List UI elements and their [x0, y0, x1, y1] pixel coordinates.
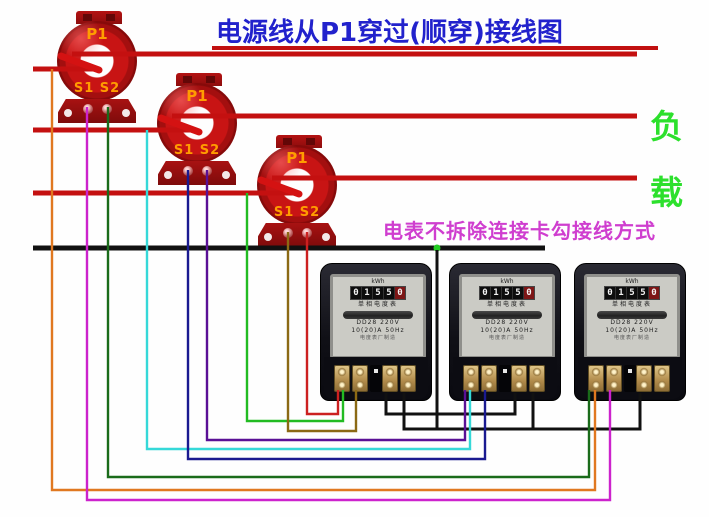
counter-digit: 1	[491, 287, 502, 299]
counter-digit: 5	[373, 287, 384, 299]
meter-spec-line1: DD28 220V	[610, 319, 654, 326]
meter-terminal-1	[334, 365, 350, 392]
mount-hole-icon	[264, 233, 272, 241]
meter-terminal-1	[463, 365, 479, 392]
meter-unit-label: kWh	[500, 278, 514, 285]
meter-terminal-2	[352, 365, 368, 392]
ct-secondary-label: S1 S2	[273, 205, 321, 220]
page-title: 电源线从P1穿过(顺穿)接线图	[216, 18, 563, 48]
meter-disc-slot	[597, 311, 667, 319]
counter-digit: 1	[362, 287, 373, 299]
meter-terminal-2	[606, 365, 622, 392]
meter-disc-slot	[472, 311, 542, 319]
meter-terminal-4	[529, 365, 545, 392]
ct-secondary-label: S1 S2	[73, 81, 121, 96]
load-label-top: 负	[650, 107, 683, 146]
meter-faceplate: kWh 0 1 5 5 0 单相电度表 DD28 220V 10(20)A 50…	[330, 274, 426, 359]
energy-meter-1: kWh 0 1 5 5 0 单相电度表 DD28 220V 10(20)A 50…	[320, 263, 432, 401]
counter-digit: 5	[627, 287, 638, 299]
ct-primary-label: P1	[186, 87, 208, 105]
meter-faceplate: kWh 0 1 5 5 0 单相电度表 DD28 220V 10(20)A 50…	[584, 274, 680, 359]
meter-spec-line1: DD28 220V	[356, 319, 400, 326]
ct-base-feet	[258, 223, 336, 247]
current-transformer-2: P1 S1 S2	[155, 73, 239, 185]
meter-terminal-block	[578, 357, 682, 399]
meter-terminal-4	[654, 365, 670, 392]
meter-name-label: 单相电度表	[486, 301, 527, 308]
ct-mount-tab	[76, 11, 122, 24]
counter-digit: 0	[649, 287, 659, 299]
mount-hole-icon	[322, 233, 330, 241]
meter-counter: 0 1 5 5 0	[479, 286, 535, 300]
meter-note: 电表不拆除连接卡勾接线方式	[383, 219, 656, 243]
meter-terminal-1	[588, 365, 604, 392]
meter-counter: 0 1 5 5 0	[350, 286, 406, 300]
meter-disc-slot	[343, 311, 413, 319]
ct-base-feet	[158, 161, 236, 185]
current-transformer-1: P1 S1 S2	[55, 11, 139, 123]
meter-terminal-2	[481, 365, 497, 392]
meter-spec-line2: 10(20)A 50Hz	[605, 327, 659, 334]
counter-digit: 0	[605, 287, 616, 299]
counter-digit: 1	[616, 287, 627, 299]
mount-hole-icon	[222, 171, 230, 179]
meter-terminal-4	[400, 365, 416, 392]
meter-terminal-3	[511, 365, 527, 392]
meter-unit-label: kWh	[625, 278, 639, 285]
meter-maker-label: 电度表厂制造	[488, 335, 525, 341]
meter-spec-line2: 10(20)A 50Hz	[351, 327, 405, 334]
meter-terminal-3	[636, 365, 652, 392]
mount-hole-icon	[164, 171, 172, 179]
meter-name-label: 单相电度表	[611, 301, 652, 308]
ct-primary-label: P1	[286, 149, 308, 167]
meter-maker-label: 电度表厂制造	[613, 335, 650, 341]
counter-digit: 5	[384, 287, 395, 299]
meter-spec-line1: DD28 220V	[485, 319, 529, 326]
energy-meter-3: kWh 0 1 5 5 0 单相电度表 DD28 220V 10(20)A 50…	[574, 263, 686, 401]
counter-digit: 5	[513, 287, 524, 299]
ct-secondary-label: S1 S2	[173, 143, 221, 158]
s2-terminal-screw	[102, 104, 112, 114]
meter-terminal-3	[382, 365, 398, 392]
counter-digit: 5	[638, 287, 649, 299]
ct-primary-label: P1	[86, 25, 108, 43]
neutral-tap-dot	[433, 244, 441, 252]
s2-terminal-screw	[202, 166, 212, 176]
s1-terminal-screw	[83, 104, 93, 114]
mount-hole-icon	[122, 109, 130, 117]
s2-terminal-screw	[302, 228, 312, 238]
terminal-divider	[499, 365, 511, 392]
meter-counter: 0 1 5 5 0	[604, 286, 660, 300]
current-transformer-3: P1 S1 S2	[255, 135, 339, 247]
terminal-divider	[624, 365, 636, 392]
mount-hole-icon	[64, 109, 72, 117]
meter-terminal-block	[324, 357, 428, 399]
s1-terminal-screw	[183, 166, 193, 176]
counter-digit: 0	[524, 287, 534, 299]
counter-digit: 5	[502, 287, 513, 299]
counter-digit: 0	[351, 287, 362, 299]
meter-unit-label: kWh	[371, 278, 385, 285]
energy-meter-2: kWh 0 1 5 5 0 单相电度表 DD28 220V 10(20)A 50…	[449, 263, 561, 401]
ct-base-feet	[58, 99, 136, 123]
meter-maker-label: 电度表厂制造	[359, 335, 396, 341]
counter-digit: 0	[480, 287, 491, 299]
meter-spec-line2: 10(20)A 50Hz	[480, 327, 534, 334]
title-underline	[212, 46, 658, 50]
s1-terminal-screw	[283, 228, 293, 238]
meter-name-label: 单相电度表	[357, 301, 398, 308]
counter-digit: 0	[395, 287, 405, 299]
terminal-divider	[370, 365, 382, 392]
meter-terminal-block	[453, 357, 557, 399]
meter-faceplate: kWh 0 1 5 5 0 单相电度表 DD28 220V 10(20)A 50…	[459, 274, 555, 359]
load-label-bottom: 载	[650, 173, 683, 212]
